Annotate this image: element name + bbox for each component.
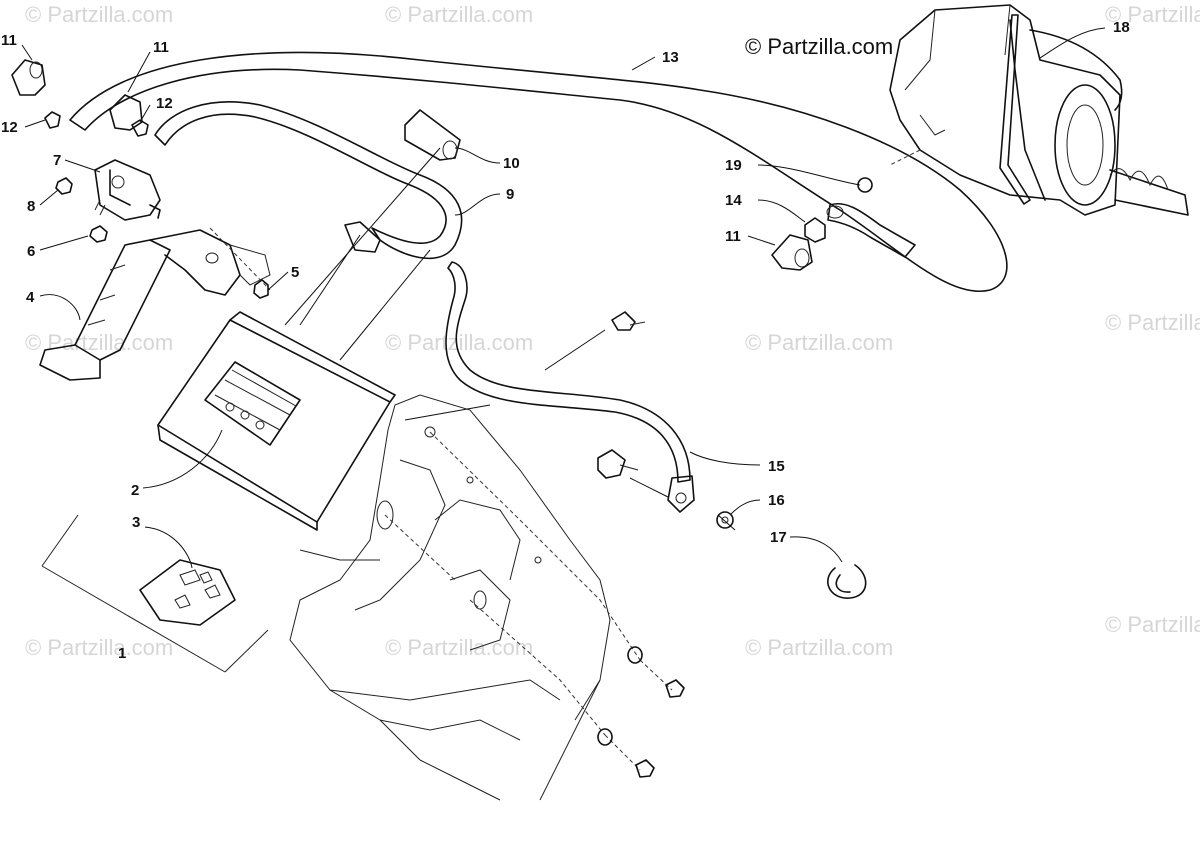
callout-10: 10 [503, 155, 520, 172]
callout-12b: 12 [156, 95, 173, 112]
install-guides [209, 149, 921, 771]
battery-cable-13[interactable] [69, 51, 1008, 293]
star-washer-16[interactable] [716, 511, 734, 529]
washer-lower-a[interactable] [627, 646, 643, 664]
starter-motor[interactable] [889, 4, 1189, 216]
terminal-boot[interactable] [404, 109, 461, 161]
callout-5: 5 [291, 264, 299, 281]
battery-cable-9[interactable] [154, 101, 463, 260]
watermark: © Partzilla.com [385, 330, 533, 355]
callout-6: 6 [27, 243, 35, 260]
watermark: © Partzilla.com [25, 330, 173, 355]
chassis-frame [289, 394, 611, 801]
leader-lines [21, 27, 1106, 569]
callout-9: 9 [506, 186, 514, 203]
callout-14: 14 [725, 192, 742, 209]
terminal-boot-a[interactable] [11, 59, 46, 96]
watermark: © Partzilla.com [25, 2, 173, 27]
clamp-17[interactable] [827, 564, 867, 599]
bolt-5[interactable] [253, 279, 269, 299]
watermarks: © Partzilla.com © Partzilla.com © Partzi… [25, 2, 1200, 660]
copyright-notice: © Partzilla.com [745, 34, 893, 59]
watermark: © Partzilla.com [1105, 612, 1200, 637]
battery-bracket[interactable] [39, 229, 271, 381]
nut-8[interactable] [55, 177, 73, 195]
callouts: 1 2 3 4 5 6 7 8 9 10 11 11 11 12 12 13 1… [1, 19, 1130, 662]
watermark: © Partzilla.com [25, 635, 173, 660]
tie-strap[interactable] [999, 14, 1031, 205]
bolt-15[interactable] [597, 449, 639, 479]
callout-17: 17 [770, 529, 787, 546]
washer-19[interactable] [857, 177, 873, 193]
callout-13: 13 [662, 49, 679, 66]
watermark: © Partzilla.com [1105, 2, 1200, 27]
callout-12a: 12 [1, 119, 18, 136]
watermark: © Partzilla.com [745, 330, 893, 355]
watermark: © Partzilla.com [385, 2, 533, 27]
callout-3: 3 [132, 514, 140, 531]
solenoid[interactable] [94, 159, 161, 221]
callout-11a: 11 [1, 32, 17, 49]
terminal-boot-b[interactable] [109, 94, 143, 131]
callout-15: 15 [768, 458, 785, 475]
positive-cable-14[interactable] [826, 203, 916, 258]
nut-12b[interactable] [131, 119, 149, 137]
terminal-boot-c[interactable] [771, 234, 813, 271]
callout-11b: 11 [153, 39, 169, 56]
washer-lower-b[interactable] [597, 728, 613, 746]
callout-7: 7 [53, 152, 61, 169]
nut-12a[interactable] [44, 111, 61, 129]
battery-cable-15[interactable] [445, 261, 695, 513]
watermark: © Partzilla.com [385, 635, 533, 660]
callout-16: 16 [768, 492, 785, 509]
kit-group-outline [41, 514, 269, 673]
callout-19: 19 [725, 157, 742, 174]
callout-8: 8 [27, 198, 35, 215]
battery[interactable] [157, 311, 396, 531]
hardware-kit[interactable] [139, 559, 236, 626]
callout-11c: 11 [725, 228, 741, 245]
bolt-top[interactable] [611, 311, 646, 331]
nut-6[interactable] [89, 225, 108, 243]
callout-1: 1 [118, 645, 126, 662]
bolt-lower-b[interactable] [635, 759, 655, 778]
watermark: © Partzilla.com [1105, 310, 1200, 335]
callout-18: 18 [1113, 19, 1130, 36]
watermark: © Partzilla.com [745, 635, 893, 660]
bolt-lower-a[interactable] [665, 679, 685, 698]
nut-14[interactable] [804, 217, 826, 243]
callout-2: 2 [131, 482, 139, 499]
callout-4: 4 [26, 289, 35, 306]
